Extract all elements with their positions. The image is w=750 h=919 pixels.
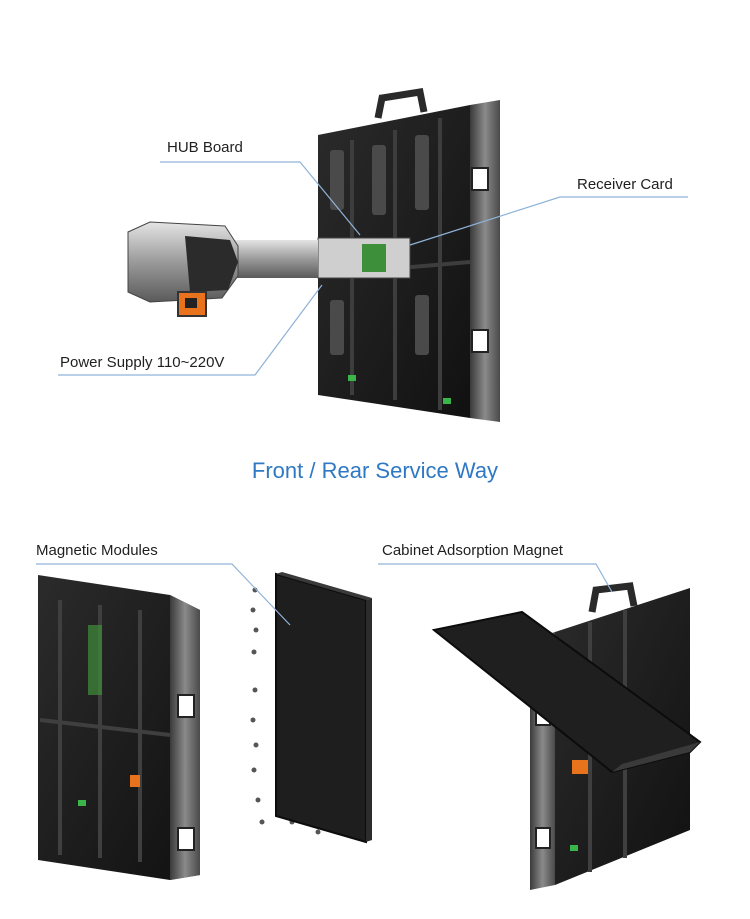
magnetic-modules-label: Magnetic Modules [36,542,158,559]
callout-leader-lines [36,161,688,626]
hub-board-label: HUB Board [167,139,243,156]
top-cabinet-rear-view [127,88,500,422]
bottom-right-adsorption-view [431,582,702,890]
power-supply-label: Power Supply 110~220V [60,354,225,371]
cabinet-magnet-label: Cabinet Adsorption Magnet [382,542,563,559]
service-way-heading: Front / Rear Service Way [251,458,499,483]
bottom-left-magnetic-modules-view [38,572,372,880]
receiver-card-label: Receiver Card [577,176,673,193]
